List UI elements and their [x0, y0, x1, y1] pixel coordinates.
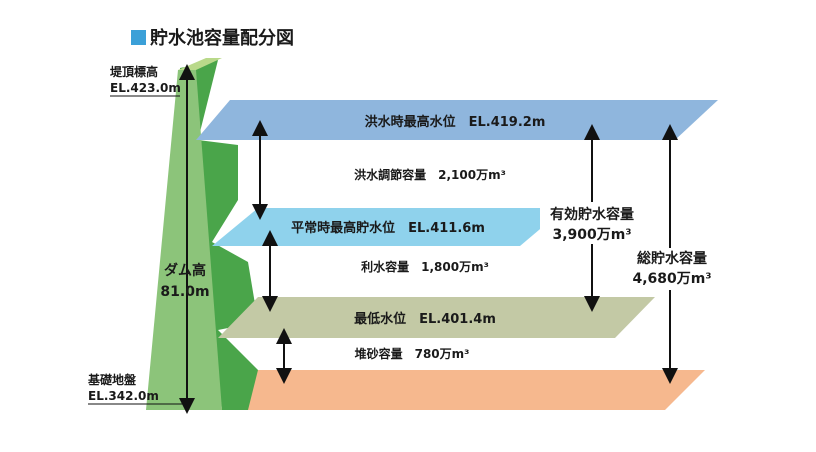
effective-capacity-label: 有効貯水容量 [550, 206, 634, 223]
total-label-bg [624, 248, 720, 290]
dam-height-label: ダム高 [164, 262, 206, 279]
flood-control-capacity: 洪水調節容量 2,100万m³ [354, 167, 506, 182]
flood-level-label: 洪水時最高水位 EL.419.2m [365, 114, 546, 130]
minimum-level-label: 最低水位 EL.401.4m [354, 311, 496, 327]
total-capacity-value: 4,680万m³ [632, 271, 711, 287]
total-capacity-label: 総貯水容量 [637, 250, 707, 267]
normal-level-plane [212, 208, 565, 246]
foundation-label: 基礎地盤 [87, 372, 137, 387]
dam-height-value: 81.0m [160, 284, 209, 300]
sediment-capacity: 堆砂容量 780万m³ [355, 346, 470, 361]
effective-capacity-value: 3,900万m³ [552, 227, 631, 243]
foundation-plane [220, 370, 705, 410]
foundation-elevation: EL.342.0m [88, 389, 159, 403]
water-use-capacity: 利水容量 1,800万m³ [361, 259, 489, 274]
crest-label: 堤頂標高 [110, 64, 158, 79]
normal-level-label: 平常時最高貯水位 EL.411.6m [291, 220, 485, 236]
crest-elevation: EL.423.0m [110, 81, 181, 95]
minimum-level-plane [218, 297, 655, 338]
diagram-title: 貯水池容量配分図 [150, 27, 294, 49]
effective-label-bg [540, 202, 644, 244]
title-marker [131, 30, 146, 45]
